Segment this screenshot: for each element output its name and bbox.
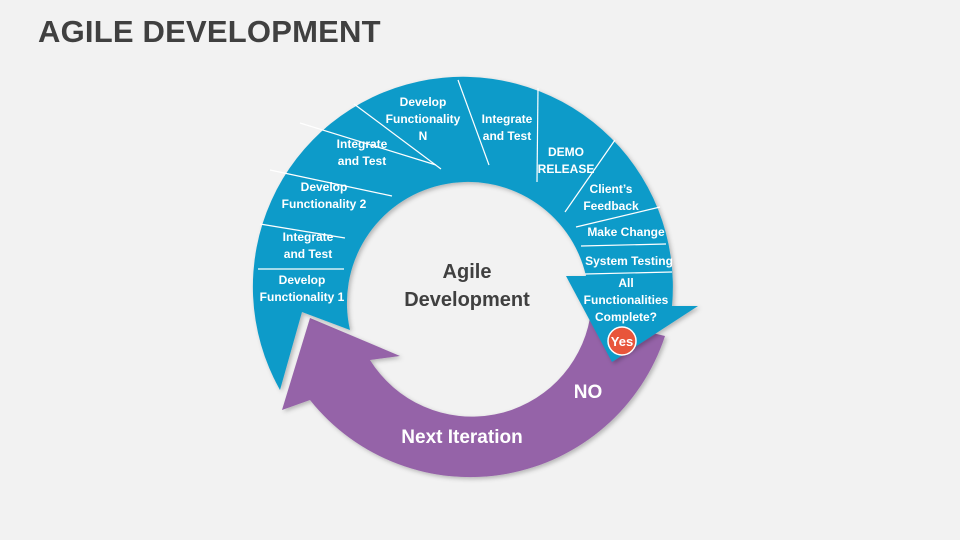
svg-text:Functionalities: Functionalities (584, 293, 669, 307)
svg-text:Yes: Yes (611, 334, 633, 349)
segment-make-change: Make Change (587, 225, 665, 239)
no-label: NO (574, 382, 603, 403)
segment-integrate-and-test-2: Integrate and Test (337, 137, 388, 168)
svg-text:and Test: and Test (284, 247, 332, 261)
svg-text:and Test: and Test (483, 129, 531, 143)
segment-integrate-and-test-1: Integrate and Test (283, 230, 334, 261)
page-title: AGILE DEVELOPMENT (38, 14, 381, 49)
segment-integrate-and-test-n: Integrate and Test (482, 112, 533, 143)
next-iteration-arrow (282, 318, 665, 478)
segment-demo-release: DEMO RELEASE (538, 145, 595, 176)
segment-system-testing: System Testing (585, 254, 673, 268)
svg-text:RELEASE: RELEASE (538, 162, 595, 176)
svg-text:System Testing: System Testing (585, 254, 673, 268)
center-title-line2: Development (404, 289, 530, 311)
svg-text:Feedback: Feedback (583, 199, 639, 213)
svg-text:N: N (419, 129, 428, 143)
development-cycle-arrow (252, 76, 698, 391)
svg-text:Functionality 1: Functionality 1 (260, 290, 345, 304)
svg-text:Make Change: Make Change (587, 225, 665, 239)
center-title-line1: Agile (443, 261, 492, 283)
svg-text:Functionality 2: Functionality 2 (282, 197, 367, 211)
next-iteration-label: Next Iteration (401, 427, 522, 448)
svg-text:Develop: Develop (400, 95, 447, 109)
segment-dividers (258, 79, 673, 275)
svg-text:Integrate: Integrate (482, 112, 533, 126)
svg-text:Client’s: Client’s (590, 182, 633, 196)
svg-text:Develop: Develop (301, 180, 348, 194)
svg-text:DEMO: DEMO (548, 145, 584, 159)
svg-text:Integrate: Integrate (337, 137, 388, 151)
svg-text:Functionality: Functionality (386, 112, 461, 126)
segment-all-functionalities-complete: All Functionalities Complete? (584, 276, 669, 324)
svg-text:and Test: and Test (338, 154, 386, 168)
segment-clients-feedback: Client’s Feedback (583, 182, 639, 213)
segment-develop-functionality-n: Develop Functionality N (386, 95, 461, 143)
svg-text:Develop: Develop (279, 273, 326, 287)
yes-badge: Yes (607, 326, 637, 356)
svg-text:Complete?: Complete? (595, 310, 657, 324)
svg-text:All: All (618, 276, 633, 290)
segment-develop-functionality-1: Develop Functionality 1 (260, 273, 345, 304)
segment-develop-functionality-2: Develop Functionality 2 (282, 180, 367, 211)
svg-text:Integrate: Integrate (283, 230, 334, 244)
